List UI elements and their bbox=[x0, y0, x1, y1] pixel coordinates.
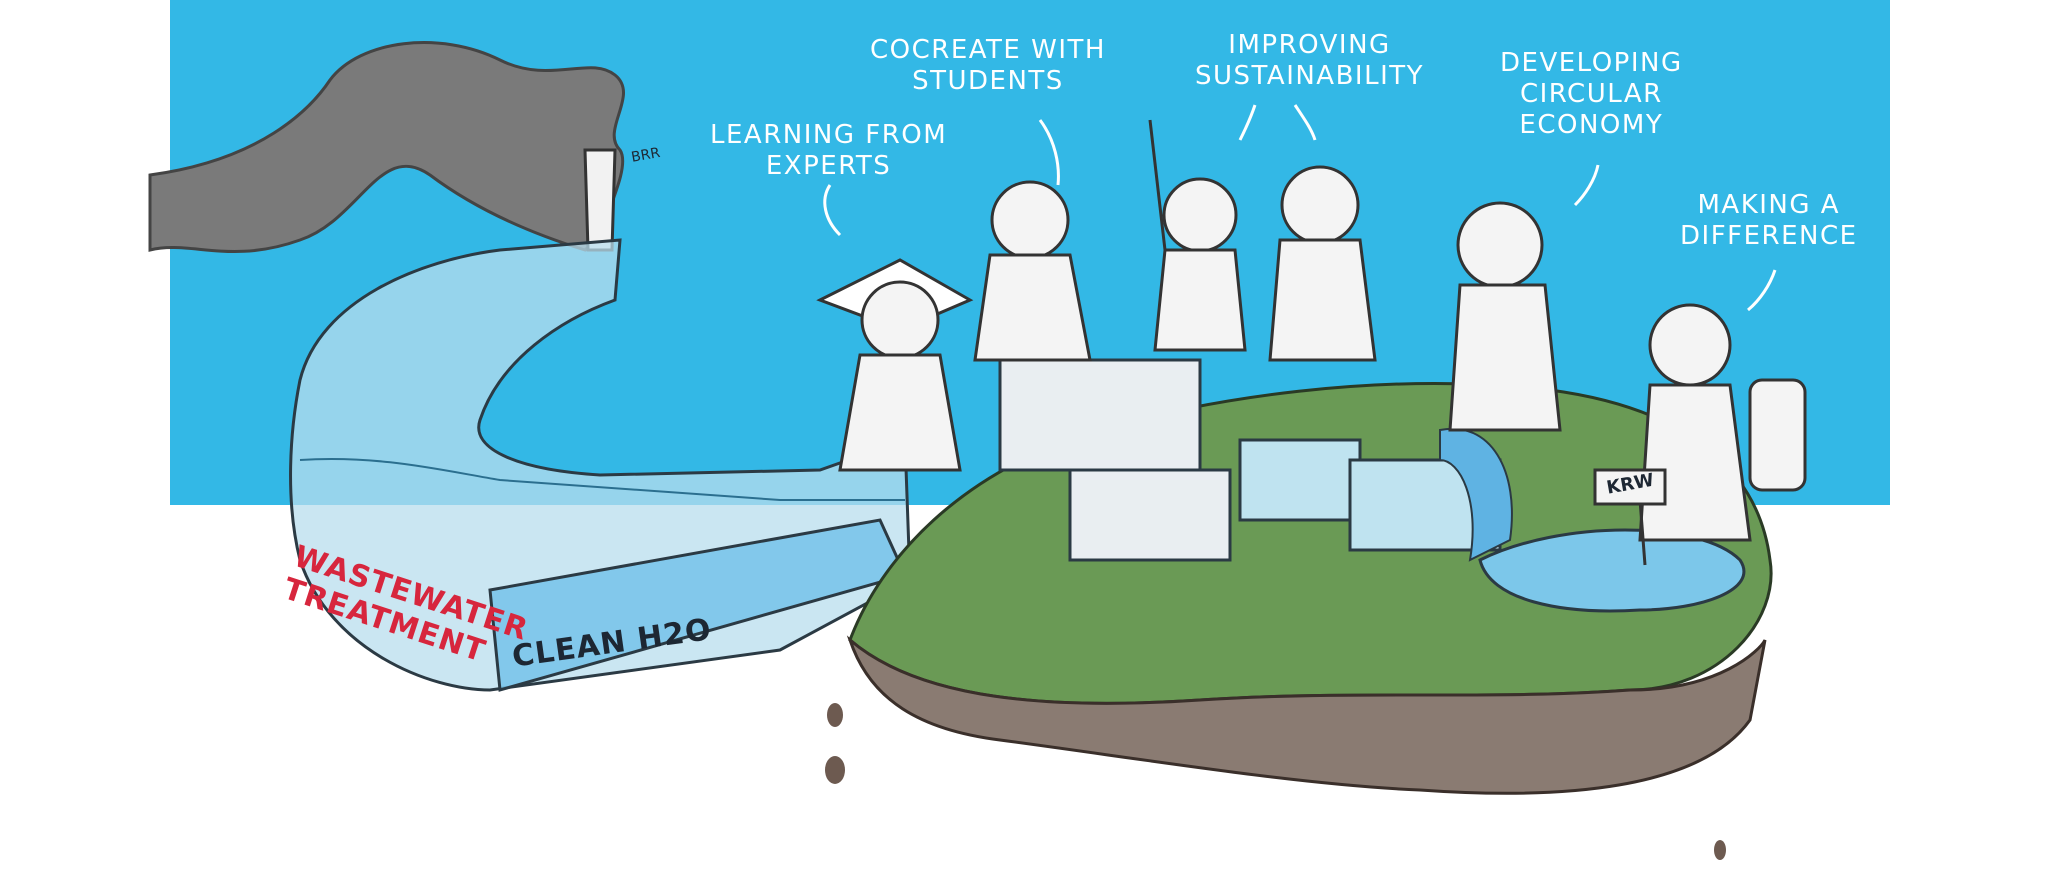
pipe bbox=[583, 148, 617, 252]
label-improving: IMPROVING SUSTAINABILITY bbox=[1195, 30, 1425, 91]
person-graduate bbox=[816, 258, 974, 472]
sludge-stream bbox=[148, 41, 625, 253]
pond bbox=[1478, 528, 1746, 613]
person-backpack bbox=[1638, 303, 1807, 542]
person-cocreate bbox=[973, 180, 1092, 362]
label-learning: LEARNING FROM EXPERTS bbox=[710, 120, 948, 181]
island-cliff bbox=[846, 635, 1767, 795]
channel-water-line bbox=[299, 458, 905, 501]
label-making: MAKING A DIFFERENCE bbox=[1680, 190, 1858, 251]
treatment-block-1 bbox=[998, 358, 1202, 472]
label-cocreate: COCREATE WITH STUDENTS bbox=[870, 35, 1106, 96]
rock-debris bbox=[825, 756, 845, 784]
treatment-block-2 bbox=[1068, 468, 1232, 562]
person-circular bbox=[1448, 201, 1562, 432]
treatment-block-3 bbox=[1238, 438, 1362, 522]
person-cheering bbox=[1148, 119, 1247, 352]
krw-sign bbox=[1593, 468, 1667, 566]
waterfall bbox=[1439, 427, 1513, 562]
person-glasses bbox=[1268, 165, 1377, 362]
label-pointers bbox=[823, 104, 1777, 312]
rock-debris bbox=[1714, 840, 1726, 860]
rock-debris bbox=[827, 703, 843, 727]
label-developing: DEVELOPING CIRCULAR ECONOMY bbox=[1500, 48, 1683, 140]
